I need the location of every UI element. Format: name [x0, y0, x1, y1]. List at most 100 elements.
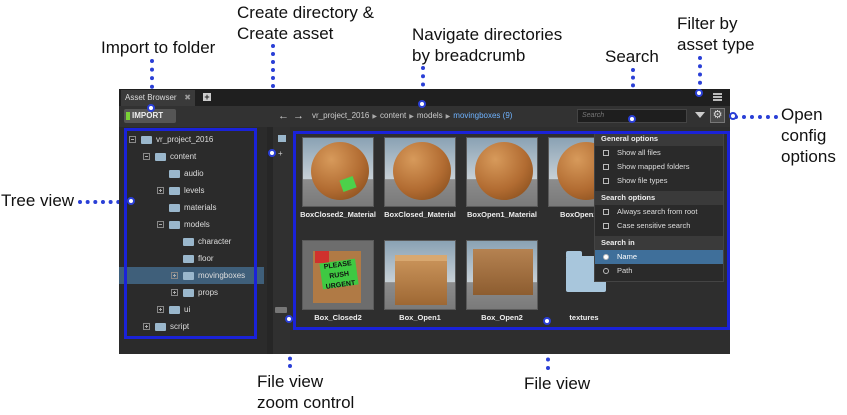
menu-item-label: Show file types [617, 176, 668, 185]
menu-item-show-mapped-folders[interactable]: Show mapped folders [595, 160, 723, 174]
menu-item-label: Always search from root [617, 207, 698, 216]
asset-name: BoxOpen2_M [560, 210, 608, 219]
tree-item-label: movingboxes [198, 271, 246, 280]
breadcrumb-current[interactable]: movingboxes (9) [453, 111, 513, 120]
checkbox-icon [603, 223, 609, 229]
collapse-icon[interactable] [143, 153, 150, 160]
asset-thumbnail [466, 240, 538, 310]
leader-point-create [268, 149, 276, 157]
menu-item-search-from-root[interactable]: Always search from root [595, 205, 723, 219]
breadcrumb-item[interactable]: vr_project_2016 [312, 111, 370, 120]
asset-thumbnail [466, 137, 538, 207]
tree-item[interactable]: ui [119, 301, 264, 318]
annotation-import-to-folder: Import to folder [101, 38, 216, 57]
tree-item[interactable]: character [119, 233, 264, 250]
tree-item[interactable]: movingboxes [119, 267, 264, 284]
leader-import [150, 59, 154, 106]
asset-name: Box_Open1 [399, 313, 441, 322]
asset-name: BoxOpen1_Material [466, 210, 538, 219]
leader-point-tree [127, 197, 135, 205]
forward-arrow-icon[interactable]: → [293, 110, 304, 122]
asset-browser-window: Asset Browser ✖ + IMPORT ← → vr_project_… [119, 89, 730, 354]
leader-point-fileview [543, 317, 551, 325]
menu-item-label: Case sensitive search [617, 221, 691, 230]
filter-icon[interactable] [694, 109, 706, 123]
hamburger-menu-icon[interactable] [713, 93, 722, 101]
tab-bar: Asset Browser ✖ + [119, 89, 730, 106]
folder-icon [183, 289, 194, 297]
annotation-file-view: File view [524, 374, 591, 393]
folder-icon [183, 238, 194, 246]
tree-item[interactable]: script [119, 318, 264, 335]
tree-item-label: props [198, 288, 219, 297]
expand-icon[interactable] [157, 187, 164, 194]
folder-icon [183, 272, 194, 280]
radio-icon [603, 268, 609, 274]
leader-config [734, 115, 778, 119]
asset-name: BoxClosed2_Material [300, 210, 376, 219]
tab-asset-browser[interactable]: Asset Browser ✖ [121, 90, 195, 106]
menu-item-case-sensitive[interactable]: Case sensitive search [595, 219, 723, 233]
add-tab-icon[interactable]: + [203, 92, 211, 102]
tree-item[interactable]: models [119, 216, 264, 233]
expand-icon[interactable] [171, 289, 178, 296]
expand-icon[interactable] [171, 272, 178, 279]
tree-item[interactable]: content [119, 148, 264, 165]
file-view-gutter: + [273, 127, 290, 354]
breadcrumb-item[interactable]: content [380, 111, 407, 120]
breadcrumb: vr_project_2016▶content▶models▶movingbox… [312, 110, 512, 123]
collapse-icon[interactable] [157, 221, 164, 228]
pane-splitter[interactable] [267, 127, 273, 354]
menu-item-show-all-files[interactable]: Show all files [595, 146, 723, 160]
chevron-right-icon: ▶ [409, 114, 414, 120]
folder-icon [169, 170, 180, 178]
zoom-slider[interactable] [275, 307, 287, 313]
annotation-create-directory: Create directory &Create asset [237, 3, 374, 43]
tree-item-label: vr_project_2016 [156, 135, 214, 144]
menu-item-label: Show mapped folders [617, 162, 690, 171]
menu-item-search-name[interactable]: Name [595, 250, 723, 264]
import-button[interactable]: IMPORT [124, 109, 176, 123]
create-asset-icon[interactable]: + [278, 149, 283, 158]
leader-point-config [729, 112, 737, 120]
menu-item-label: Path [617, 266, 633, 275]
tree-item[interactable]: audio [119, 165, 264, 182]
leader-point-import [147, 104, 155, 112]
menu-header-search-in: Search in [595, 236, 723, 250]
checkbox-icon [603, 178, 609, 184]
gear-icon[interactable]: ⚙ [710, 108, 725, 123]
expand-icon[interactable] [143, 323, 150, 330]
tree-item[interactable]: levels [119, 182, 264, 199]
breadcrumb-item[interactable]: models [416, 111, 443, 120]
leader-filter [698, 56, 702, 93]
import-icon [126, 112, 130, 120]
radio-icon [603, 254, 609, 260]
tree-item-label: script [170, 322, 190, 331]
expand-icon[interactable] [157, 306, 164, 313]
menu-header-search: Search options [595, 191, 723, 205]
tree-item-label: audio [184, 169, 204, 178]
folder-icon [155, 153, 166, 161]
tree-item-label: ui [184, 305, 191, 314]
config-options-menu: General options Show all files Show mapp… [594, 131, 724, 282]
back-arrow-icon[interactable]: ← [278, 110, 289, 122]
create-directory-icon[interactable] [278, 135, 286, 142]
asset-thumbnail [302, 137, 374, 207]
tree-item-label: floor [198, 254, 214, 263]
collapse-icon[interactable] [129, 136, 136, 143]
checkbox-icon [603, 150, 609, 156]
menu-item-search-path[interactable]: Path [595, 264, 723, 278]
tree-item[interactable]: vr_project_2016 [119, 131, 264, 148]
folder-icon [169, 306, 180, 314]
checkbox-icon [603, 209, 609, 215]
tree-item[interactable]: floor [119, 250, 264, 267]
close-icon[interactable]: ✖ [184, 93, 191, 102]
menu-item-show-file-types[interactable]: Show file types [595, 174, 723, 188]
tree-item[interactable]: props [119, 284, 264, 301]
tree-item[interactable]: materials [119, 199, 264, 216]
folder-icon [183, 255, 194, 263]
